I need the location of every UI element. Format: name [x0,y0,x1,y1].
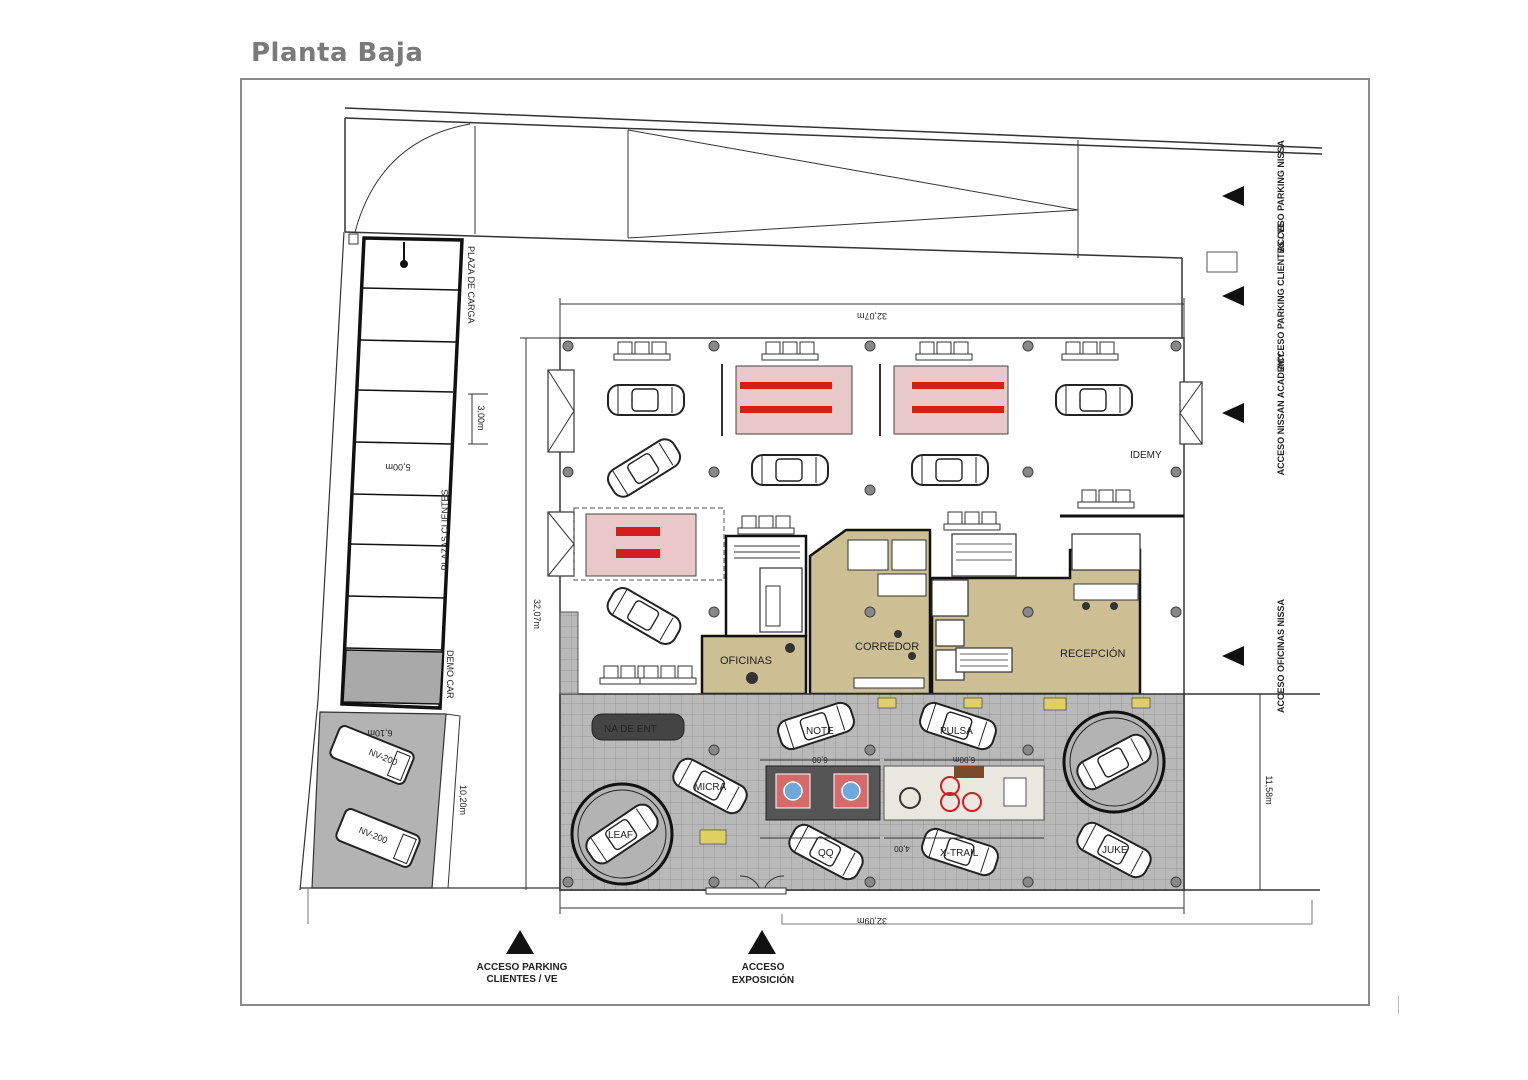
edge-mark [1398,996,1399,1014]
arrow-bottom-parking [506,930,534,954]
van-parking [311,711,461,889]
xtrail-car-label: X-TRAIL [940,848,979,859]
access-parking-clientes-label: ACCESO PARKING CLIENTES / VE [1276,222,1286,370]
arrow-parking-nissa [1222,186,1244,206]
plan-frame [240,78,1370,1006]
juke-car-label: JUKE [1102,845,1128,856]
stall-width-dim: 3,00m [476,405,486,430]
plaza-carga-label: PLAZA DE CARGA [466,246,476,324]
access-arrows [506,186,1244,954]
parking-strip [299,231,488,891]
access-exposicion-line1: ACCESO [742,962,785,973]
structural-columns [562,340,1182,888]
demo-car-stall [342,649,444,705]
access-bottom-parking-line1: ACCESO PARKING [477,962,568,973]
left-dimension: 32,07m [532,599,542,629]
right-dimension: 11,58m [1264,775,1274,804]
access-oficinas-label: ACCESO OFICINAS NISSA [1276,598,1286,713]
inner-dim-b: 6,00m [953,755,976,764]
note-car-label: NOTE [806,726,834,737]
van-width-dim: 6,10m [367,728,392,738]
stall-depth-dim: 5,00m [385,462,410,472]
workshop-zone [547,341,1203,685]
access-exposicion-line2: EXPOSICIÓN [732,973,794,986]
arrow-oficinas [1222,646,1244,666]
showroom [559,611,1185,895]
access-academy-label: ACCESO NISSAN ACADEMY [1276,353,1286,476]
office-block [700,528,1142,696]
street-boundary [344,107,1323,340]
entrega-label: NA DE ENT [604,724,657,735]
inner-dim-c: 4,00 [894,844,910,853]
corredor-label: CORREDOR [855,641,919,653]
leaf-car-label: LEAF [608,830,633,841]
page-title: Planta Baja [251,38,424,68]
pulsar-car-label: PULSA [940,726,973,737]
arrow-academy [1222,403,1244,423]
plazas-clientes-label: PLAZAS CLIENTES [440,489,450,570]
oficinas-label: OFICINAS [720,655,772,667]
bottom-dimension: 32,09m [857,916,887,926]
recepcion-label: RECEPCIÓN [1060,647,1125,660]
inner-dim-a: 6,00 [812,755,828,764]
access-bottom-parking-line2: CLIENTES / VE [486,974,557,985]
academy-label: IDEMY [1130,450,1162,461]
van-depth-dim: 10,20m [458,785,468,815]
access-parking-nissa-label: ACCESO PARKING NISSA [1276,140,1286,252]
arrow-parking-clientes [1222,286,1244,306]
micra-car-label: MICRA [694,782,727,793]
top-dimension: 32,07m [857,311,887,321]
qashqai-car-label: QQ [818,848,834,859]
demo-car-label: DEMO CAR [445,650,455,699]
arrow-exposicion [748,930,776,954]
